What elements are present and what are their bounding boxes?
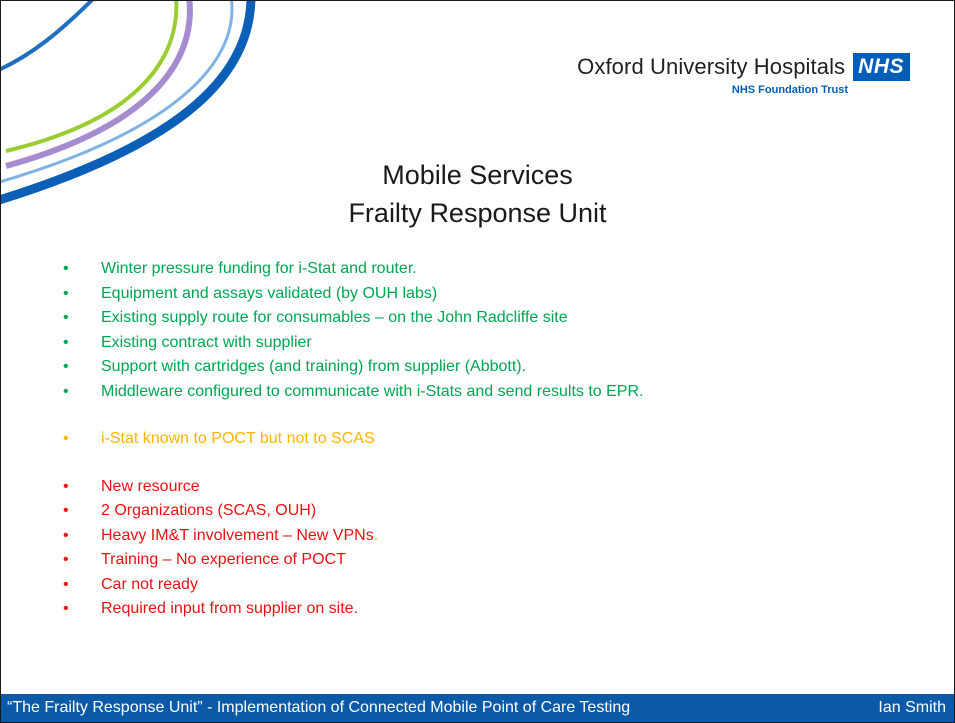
bullet-dot: •	[63, 260, 69, 277]
bullet-dot: •	[63, 502, 69, 519]
bullet-text: Equipment and assays validated (by OUH l…	[101, 284, 438, 302]
bullet-dot: •	[63, 551, 69, 568]
bullet-dot: •	[63, 358, 69, 375]
bullet-dot: •	[63, 600, 69, 617]
bullet-text: Winter pressure funding for i-Stat and r…	[101, 260, 417, 277]
bullet-text: Existing supply route for consumables – …	[101, 309, 568, 326]
bullet-text: Required input from supplier on site.	[101, 600, 359, 617]
bullet-dot: •	[63, 309, 69, 326]
bullet-dot: •	[63, 477, 69, 495]
title-line-1: Mobile Services	[382, 160, 573, 190]
bullet-dot: •	[63, 382, 69, 400]
footer-title: “The Frailty Response Unit” - Implementa…	[7, 699, 631, 716]
bullet-text: Car not ready	[101, 575, 198, 593]
bullet-amber: • i-Stat known to POCT but not to SCAS	[63, 427, 643, 452]
bullet-red: • Training – No experience of POCT	[63, 548, 643, 573]
bullet-green: • Equipment and assays validated (by OUH …	[63, 282, 643, 307]
footer-author: Ian Smith	[878, 699, 946, 716]
bullet-dot: •	[63, 430, 69, 447]
title-line-2: Frailty Response Unit	[348, 198, 607, 228]
bullet-dot: •	[63, 284, 69, 302]
bullet-text: New resource	[101, 477, 200, 495]
bullet-text: i-Stat known to POCT but not to SCAS	[101, 430, 375, 447]
decorative-swoosh-graphic	[1, 1, 256, 205]
slide-title: Mobile Services Frailty Response Unit	[1, 156, 954, 232]
bullet-dot: •	[63, 333, 69, 351]
nhs-badge: NHS	[853, 53, 910, 81]
bullet-text: Existing contract with supplier	[101, 333, 312, 351]
bullet-green: • Existing contract with supplier	[63, 331, 643, 356]
bullet-red: • Heavy IM&T involvement – New VPNs.	[63, 524, 643, 549]
bullet-red: • Car not ready	[63, 573, 643, 598]
org-name: Oxford University Hospitals	[577, 54, 846, 79]
bullet-green: • Middleware configured to communicate wi…	[63, 380, 643, 405]
bullet-text: Middleware configured to communicate wit…	[101, 382, 644, 400]
trust-name: NHS Foundation Trust	[731, 84, 848, 96]
logo-row: Oxford University Hospitals NHS	[577, 53, 910, 81]
bullet-green: • Winter pressure funding for i-Stat and …	[63, 257, 643, 282]
footer-bar: “The Frailty Response Unit” - Implementa…	[1, 694, 954, 722]
bullet-list: • Winter pressure funding for i-Stat and …	[63, 257, 643, 622]
oxford-university-hospitals-logo: Oxford University Hospitals NHS NHS Foun…	[577, 53, 910, 96]
swoosh-stroke-blue-thick	[1, 1, 256, 205]
bullet-red: • 2 Organizations (SCAS, OUH)	[63, 499, 643, 524]
swoosh-stroke-light-blue	[1, 1, 234, 184]
bullet-text: Training – No experience of POCT	[101, 551, 346, 568]
bullet-dot: •	[63, 575, 69, 593]
bullet-red: • Required input from supplier on site.	[63, 597, 643, 622]
bullet-green: • Existing supply route for consumables –…	[63, 306, 643, 331]
bullet-green: • Support with cartridges (and training) …	[63, 355, 643, 380]
bullet-dot: •	[63, 526, 69, 544]
swoosh-stroke-green	[5, 1, 179, 153]
bullet-suffix: .	[373, 526, 379, 544]
bullet-text: Support with cartridges (and training) f…	[101, 358, 527, 375]
bullet-text: 2 Organizations (SCAS, OUH)	[101, 502, 317, 519]
bullet-text: Heavy IM&T involvement – New VPNs	[101, 526, 374, 544]
swoosh-stroke-purple	[5, 1, 193, 169]
bullet-red: • New resource	[63, 475, 643, 500]
swoosh-stroke-blue-outer	[1, 1, 94, 71]
